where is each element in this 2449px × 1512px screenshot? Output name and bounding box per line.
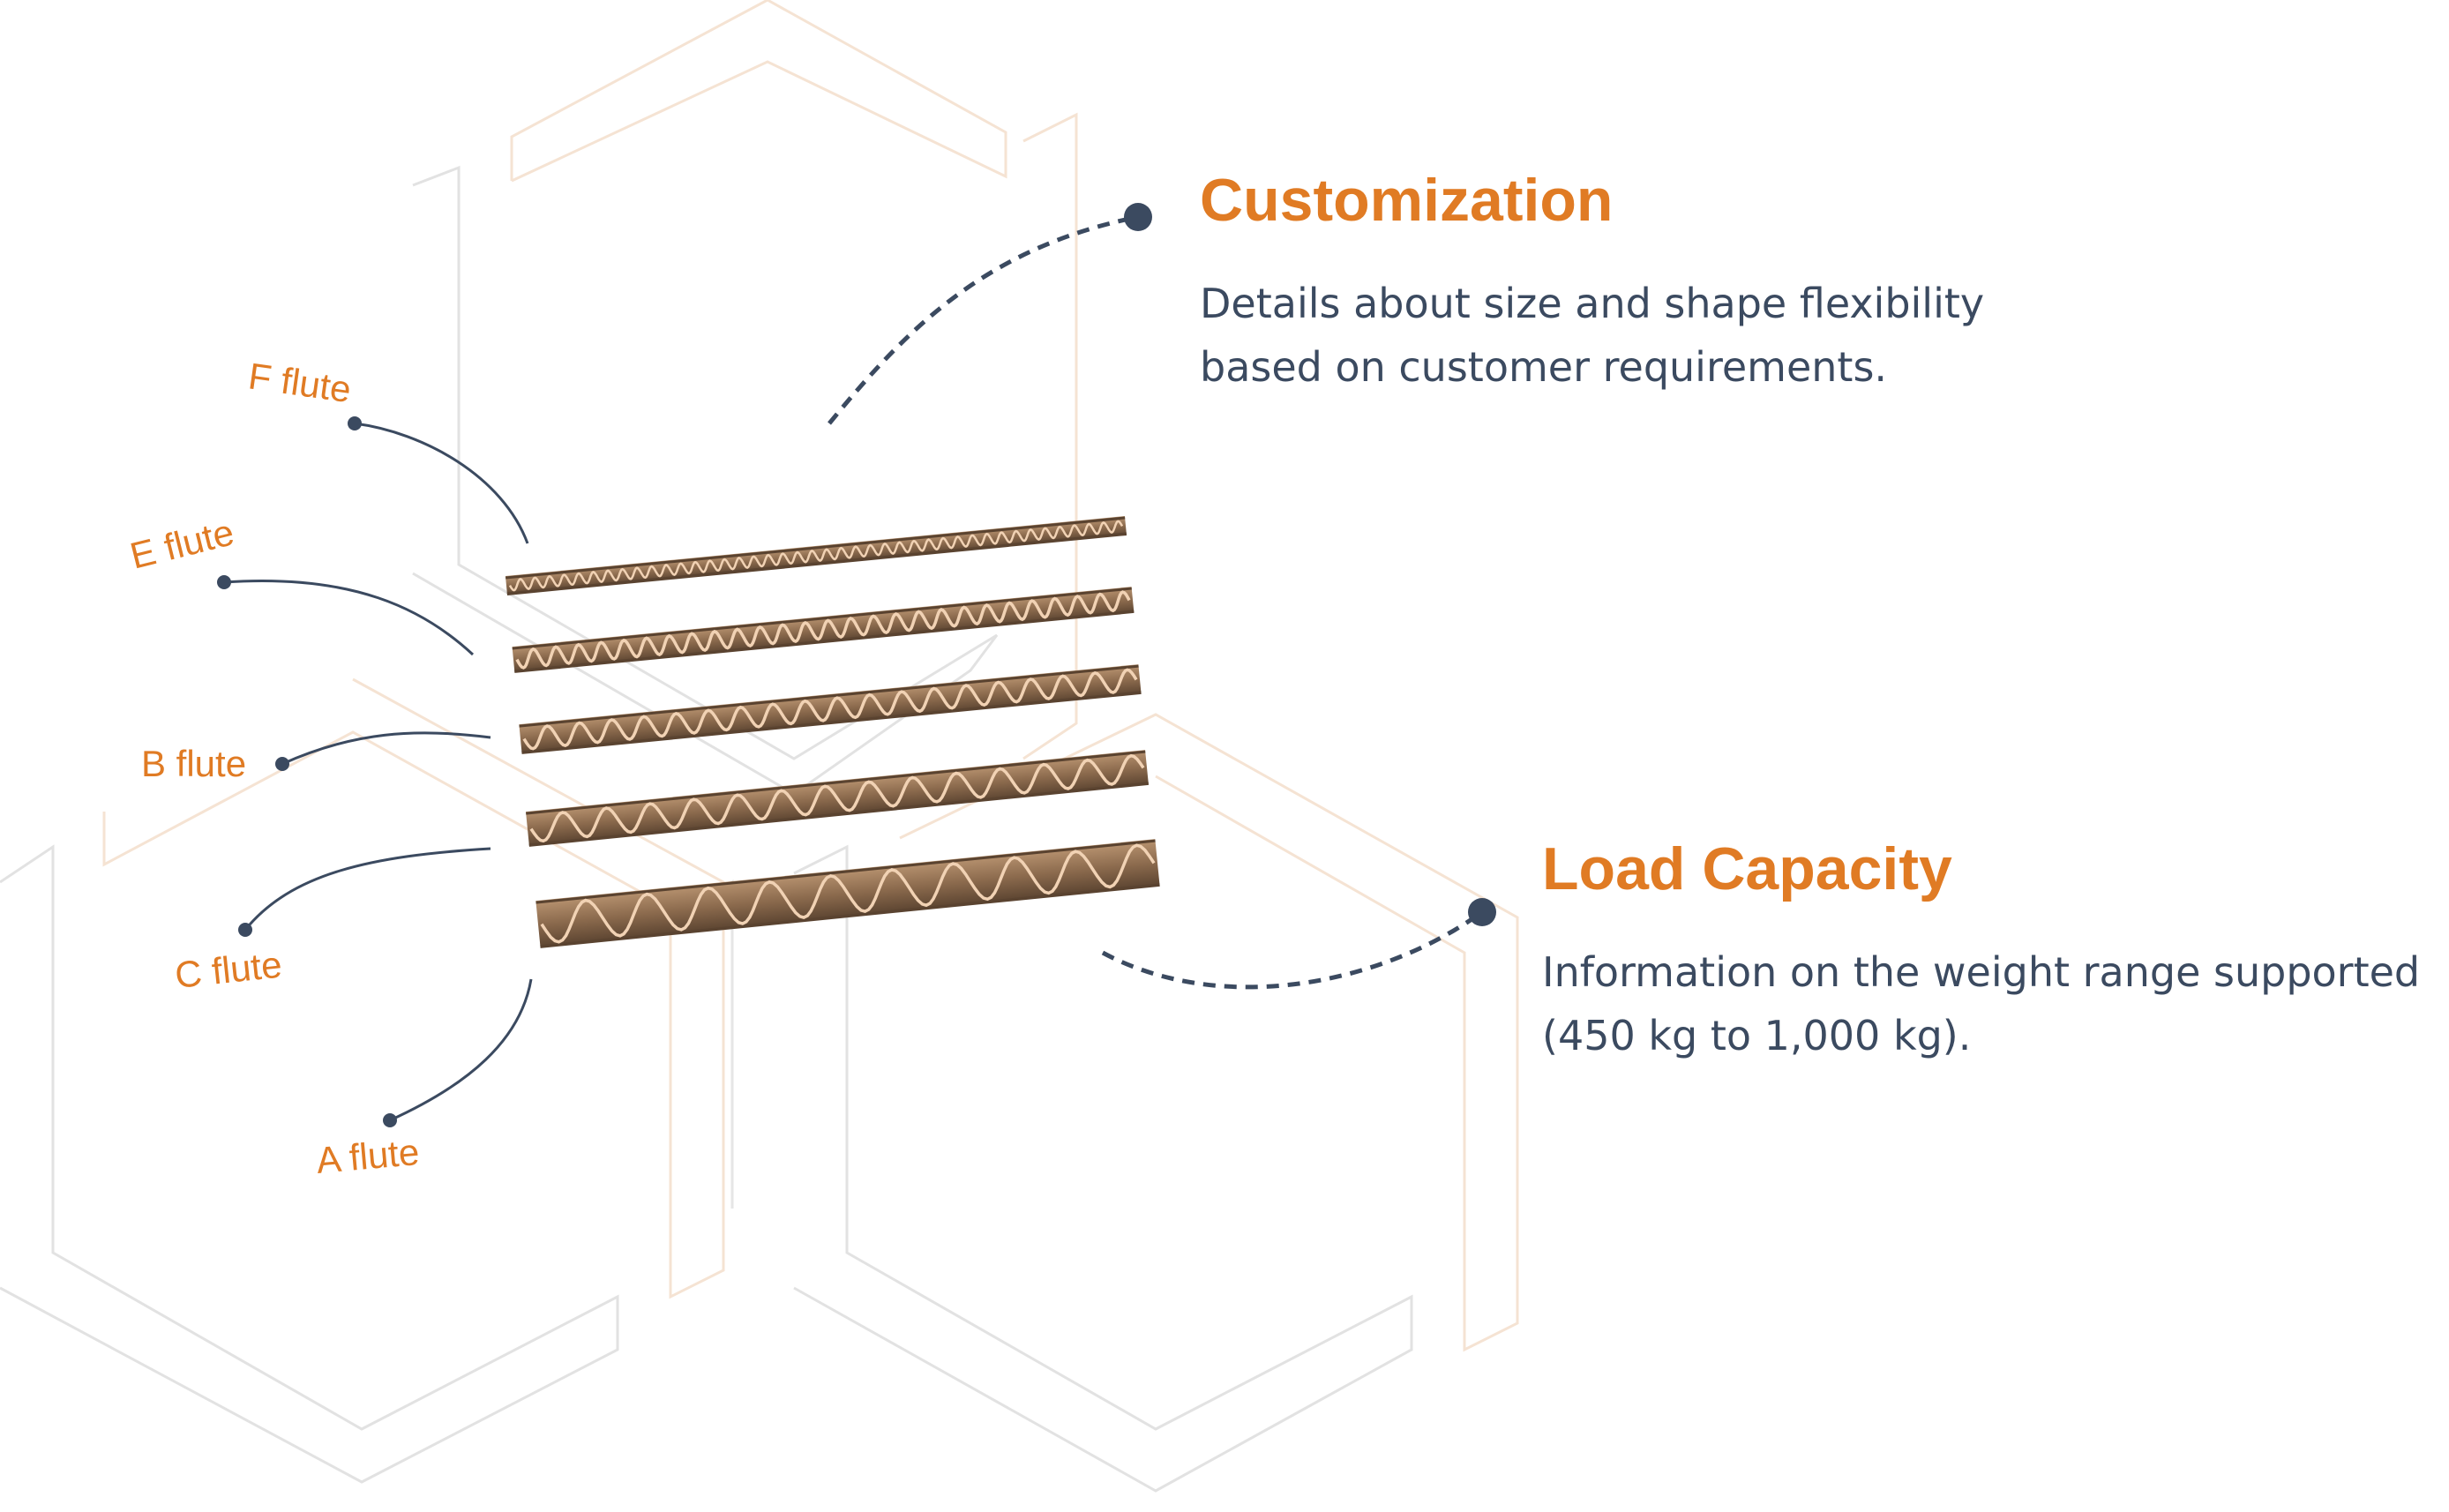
leader-line-c: [243, 847, 491, 931]
hex-outline-peach: [1022, 112, 1078, 760]
board-e-flute: [512, 587, 1135, 673]
flute-label-b: B flute: [141, 743, 246, 784]
board-flute-wave-e: [515, 590, 1131, 670]
flute-labels: F flute E flute B flute C flute A flute: [126, 355, 421, 1181]
flute-label-f: F flute: [246, 355, 354, 410]
board-flute-wave-a: [540, 843, 1156, 944]
feature-title-load-capacity: Load Capacity: [1542, 835, 1952, 902]
feature-desc-line-1: Details about size and shape flexibility: [1200, 280, 1984, 327]
board-liner-top: [526, 750, 1146, 815]
callout-connector-load-capacity: [1101, 909, 1484, 990]
board-f-flute: [505, 516, 1127, 595]
hex-outline-peach: [510, 0, 1007, 183]
hex-outline-peach: [899, 713, 1519, 1352]
board-b-flute: [519, 664, 1142, 754]
leader-dot-a: [383, 1113, 397, 1127]
leader-dot-b: [275, 757, 289, 771]
board-liner-top: [519, 664, 1139, 728]
board-liner-top: [505, 516, 1126, 580]
leader-dot-c: [238, 923, 252, 937]
feature-desc-line-2: based on customer requirements.: [1200, 343, 1887, 391]
leader-line-f: [354, 422, 529, 544]
leader-dot-f: [348, 416, 362, 430]
flute-label-c: C flute: [173, 944, 284, 996]
feature-customization: Customization Details about size and sha…: [1200, 167, 1984, 391]
feature-title-customization: Customization: [1200, 167, 1613, 234]
feature-callouts: [828, 214, 1484, 990]
flute-leader-lines: [217, 416, 533, 1127]
corrugated-boards: [505, 516, 1160, 948]
callout-dot-customization: [1124, 203, 1152, 231]
board-a-flute: [535, 839, 1160, 948]
board-liner-bottom: [514, 610, 1135, 673]
board-liner-bottom: [506, 532, 1127, 595]
hex-outline-grey: [793, 844, 1413, 1493]
board-liner-bottom: [528, 782, 1149, 847]
board-liner-top: [535, 839, 1156, 904]
hex-outline-grey: [0, 844, 619, 1484]
feature-desc-line-1: Information on the weight range supporte…: [1542, 948, 2420, 996]
callout-dot-load-capacity: [1468, 898, 1496, 926]
feature-desc-line-2: (450 kg to 1,000 kg).: [1542, 1012, 1971, 1059]
leader-dot-e: [217, 575, 231, 589]
board-liner-bottom: [521, 691, 1142, 754]
board-liner-top: [512, 587, 1132, 650]
board-flute-wave-b: [522, 668, 1138, 751]
board-flute-wave-f: [508, 520, 1124, 592]
leader-line-e: [223, 579, 475, 656]
callout-connector-customization: [828, 214, 1139, 425]
board-flute-wave-c: [529, 753, 1145, 843]
flute-label-e: E flute: [126, 511, 238, 576]
hex-outline-peach: [102, 677, 725, 1299]
board-liner-bottom: [540, 883, 1160, 948]
flute-label-a: A flute: [315, 1131, 421, 1181]
leader-line-a: [389, 978, 533, 1122]
board-c-flute: [526, 750, 1149, 847]
leader-line-b: [281, 731, 491, 766]
feature-load-capacity: Load Capacity Information on the weight …: [1542, 835, 2420, 1059]
